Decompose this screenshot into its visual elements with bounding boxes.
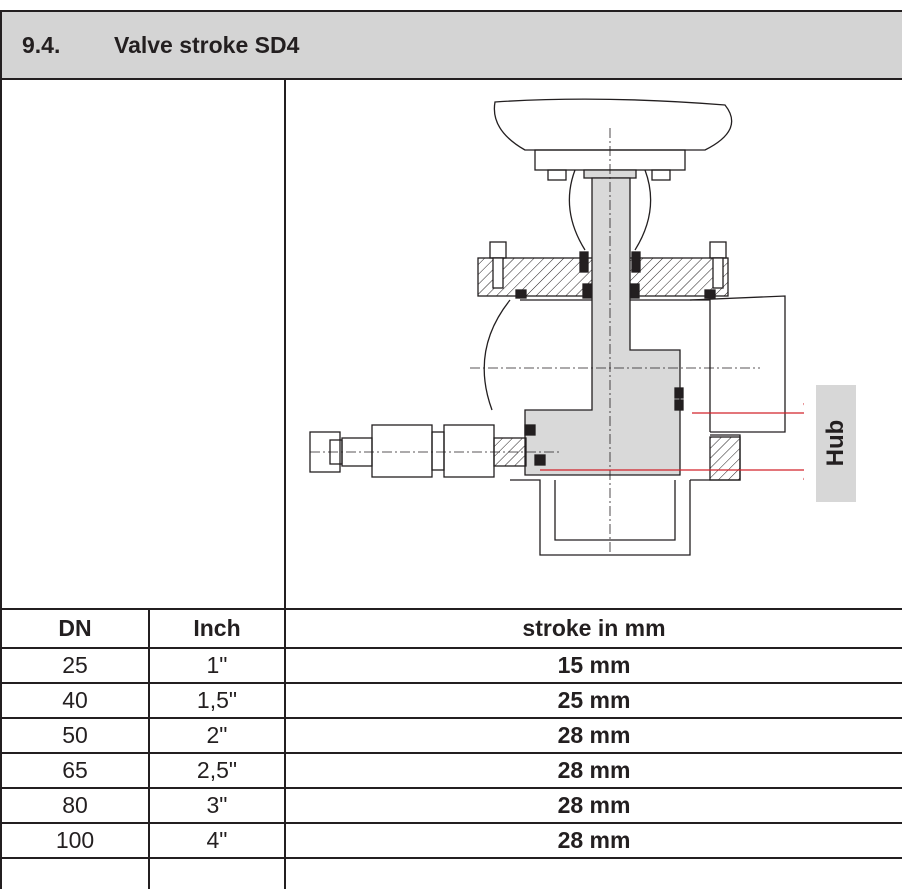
row-inch: 1" — [206, 652, 228, 678]
table-top-border — [0, 608, 902, 610]
row-stroke: 28 mm — [557, 722, 631, 748]
row-dn: 80 — [62, 792, 88, 818]
header-inch: Inch — [193, 615, 241, 641]
row-inch: 2" — [206, 722, 228, 748]
row-dn: 25 — [62, 652, 88, 678]
header-stroke: stroke in mm — [522, 615, 666, 641]
row-inch: 1,5" — [196, 687, 238, 713]
row-inch: 2,5" — [196, 757, 238, 783]
header-dn: DN — [58, 615, 92, 641]
row-inch: 3" — [206, 792, 228, 818]
valve-stem — [524, 177, 681, 476]
row-divider — [0, 857, 902, 859]
row-stroke: 25 mm — [557, 687, 631, 713]
header-bottom-border — [0, 78, 902, 80]
row-divider — [0, 787, 902, 789]
row-divider — [0, 822, 902, 824]
valve-stroke-page: 9.4. Valve stroke SD4 DN Inch stroke in … — [0, 10, 902, 889]
hub-label: Hub — [822, 419, 849, 467]
row-dn: 65 — [62, 757, 88, 783]
row-stroke: 15 mm — [557, 652, 631, 678]
row-stroke: 28 mm — [557, 757, 631, 783]
row-divider — [0, 717, 902, 719]
row-dn: 50 — [62, 722, 88, 748]
row-stroke: 28 mm — [557, 827, 631, 853]
row-divider — [0, 752, 902, 754]
row-divider — [0, 682, 902, 684]
hub-label-box — [816, 385, 856, 502]
section-number: 9.4. — [22, 32, 61, 58]
row-dn: 100 — [55, 827, 95, 853]
section-header: 9.4. Valve stroke SD4 — [0, 10, 902, 78]
actuator-housing — [493, 98, 733, 151]
row-inch: 4" — [206, 827, 228, 853]
table-header-bottom — [0, 647, 902, 649]
outlet-hatch — [709, 436, 741, 481]
figure-column-divider — [284, 78, 286, 889]
row-stroke: 28 mm — [557, 792, 631, 818]
section-title: Valve stroke SD4 — [114, 32, 300, 58]
dn-inch-divider — [148, 608, 150, 889]
top-border — [0, 10, 902, 12]
left-border — [0, 10, 2, 889]
valve-drawing — [309, 98, 804, 556]
stroke-dimension — [540, 403, 804, 480]
row-dn: 40 — [62, 687, 88, 713]
